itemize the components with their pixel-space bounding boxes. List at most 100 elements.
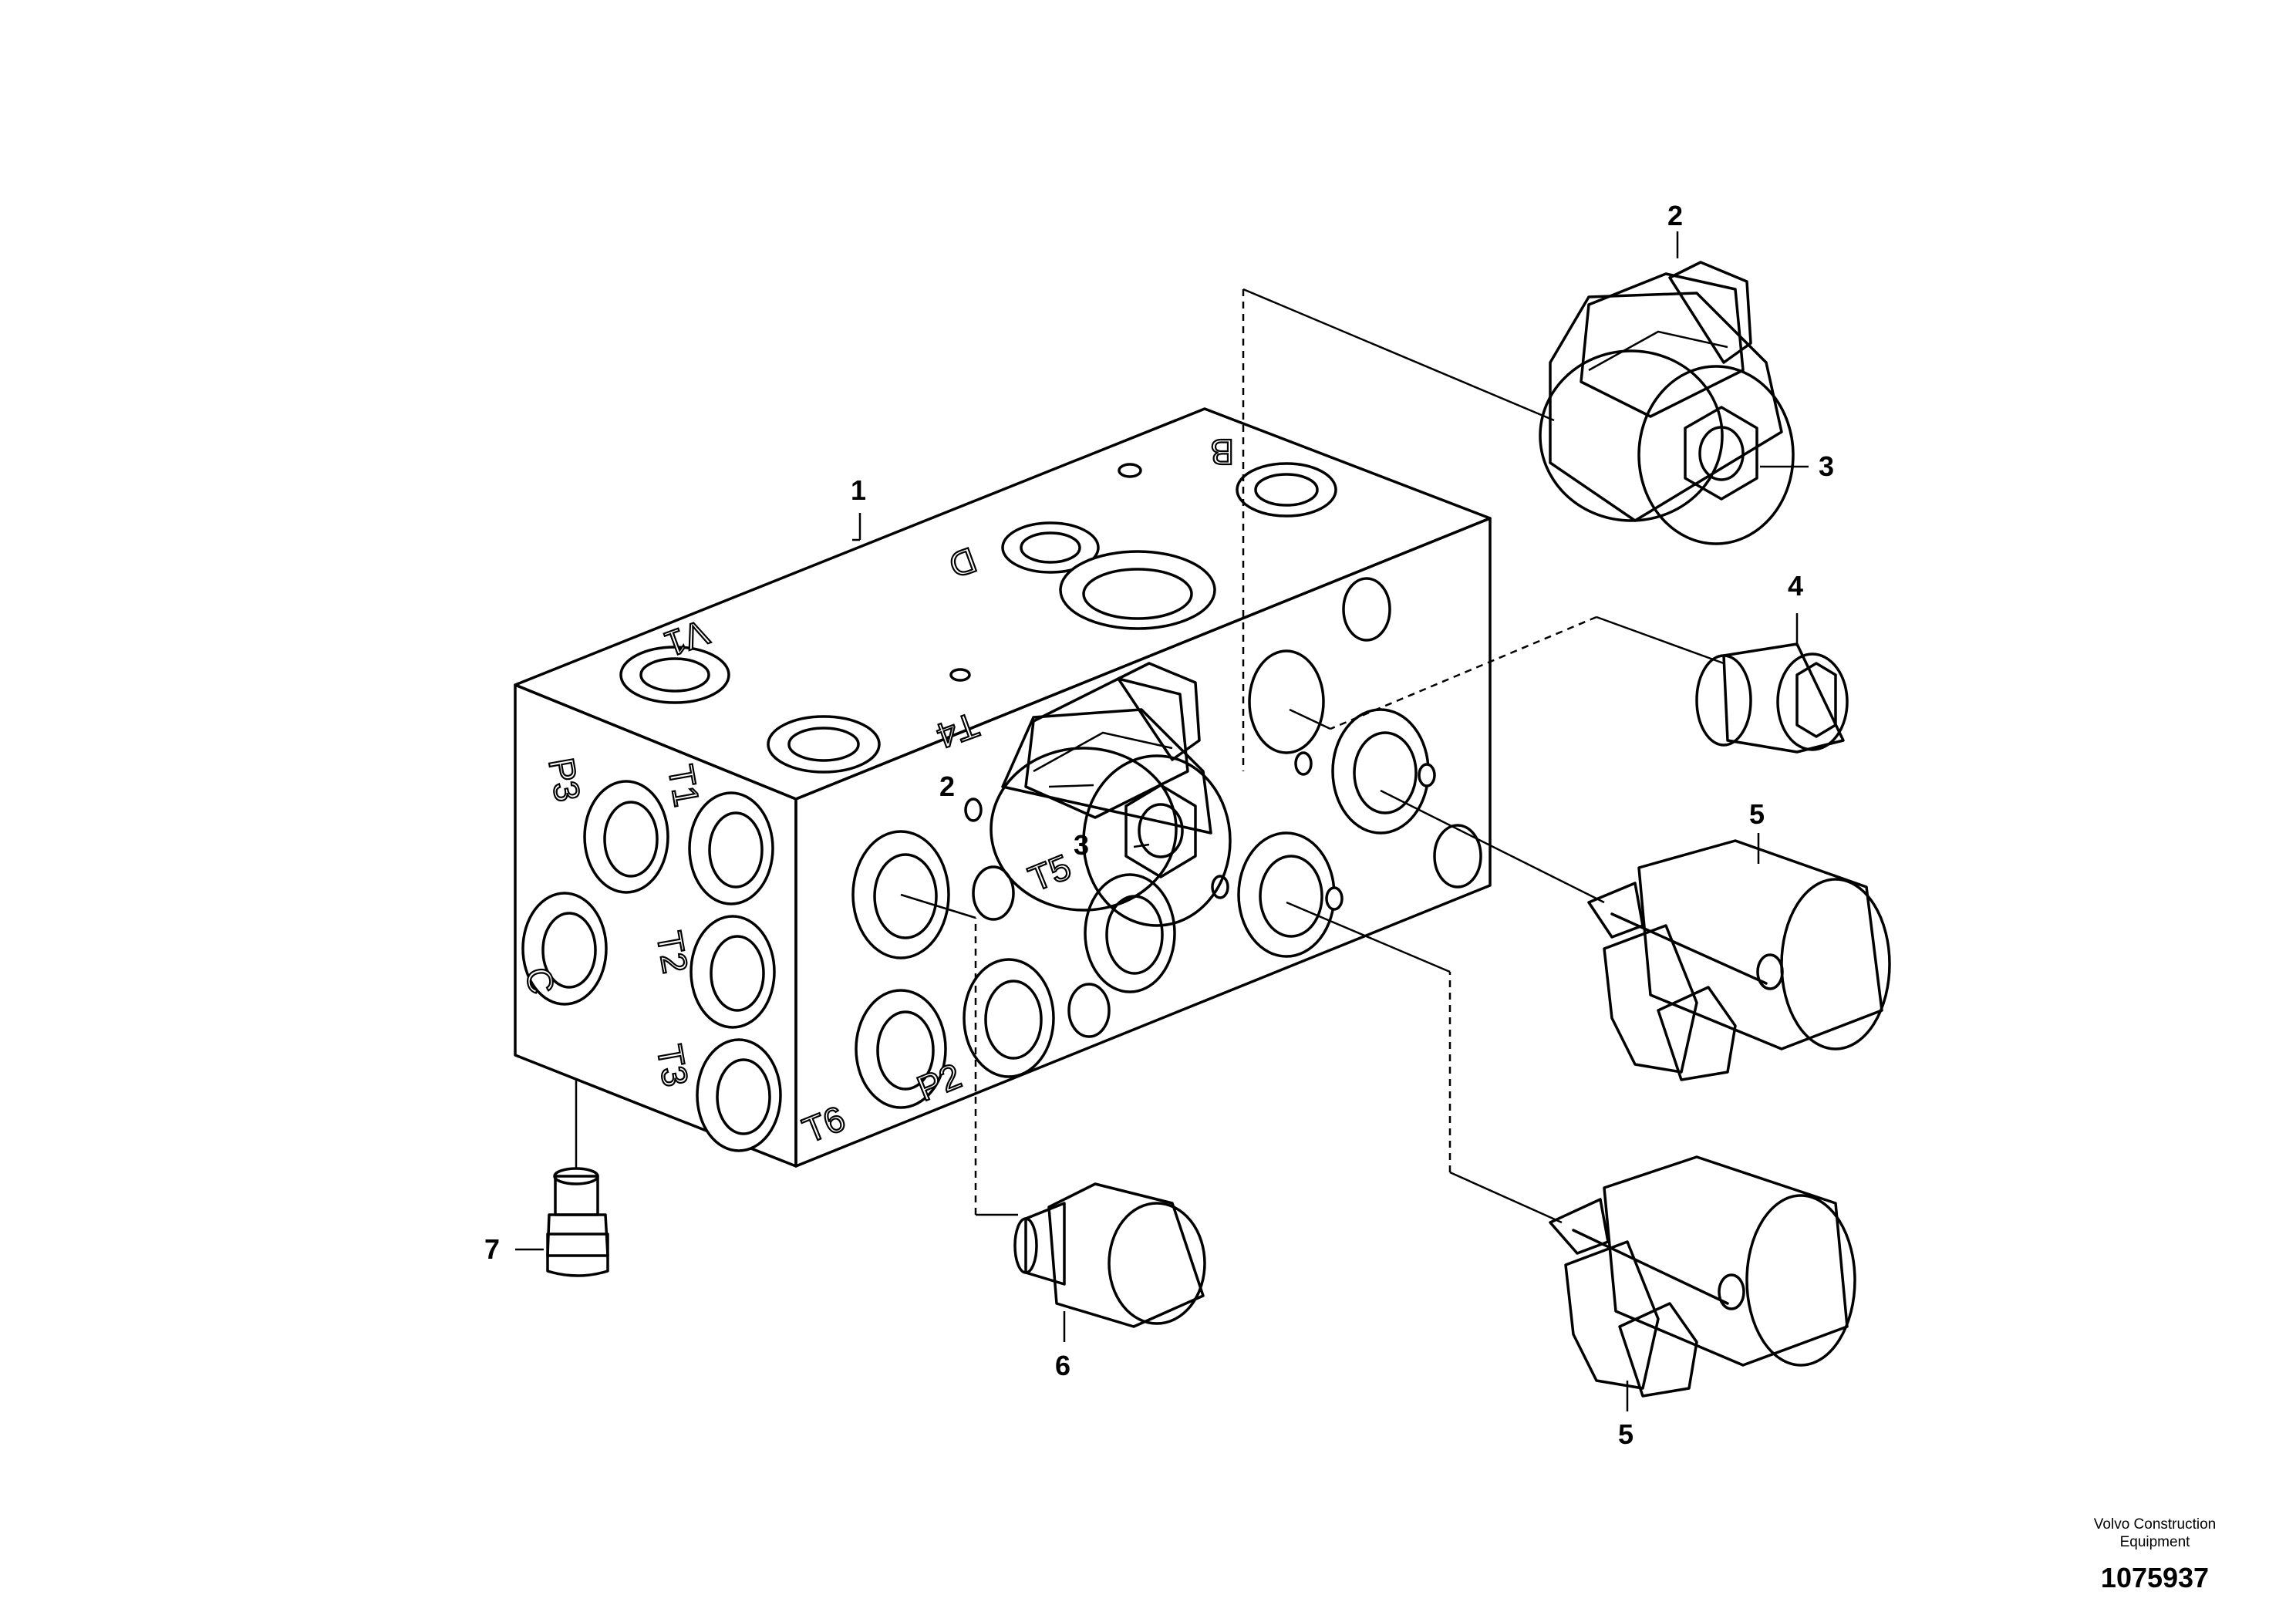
- callout-5-top: 5: [1749, 798, 1765, 830]
- port-t4-top-bore: [787, 727, 860, 762]
- pin-hole-top-2: [949, 668, 971, 682]
- assembly-line-sensor-b: [900, 893, 976, 919]
- proportional-valve-top: [1587, 833, 1891, 1081]
- footer: Volvo Construction Equipment 1075937: [2094, 1516, 2216, 1593]
- callout-2-top: 2: [1667, 200, 1683, 231]
- coil-connector-top-edge: [1588, 330, 1728, 372]
- coil-face-top: [1637, 365, 1795, 545]
- callout-7: 7: [484, 1233, 500, 1265]
- valve5-top-bolt-head: [1756, 953, 1784, 990]
- coil-connector-top: [1668, 261, 1752, 364]
- port-t5-right-bore: [1105, 895, 1164, 975]
- solenoid-coil-mounted: [990, 662, 1232, 927]
- port-right-8: [1342, 577, 1391, 642]
- brand-line-2: Equipment: [2120, 1534, 2191, 1550]
- valve5-bottom-bolt: [1572, 1229, 1729, 1305]
- port-p3-left-bore: [541, 912, 597, 989]
- coil-connector-mid-edge: [1033, 731, 1173, 773]
- valve5-top-flange: [1587, 882, 1644, 939]
- marking-b: B: [1210, 432, 1234, 472]
- solenoid-coil-top: [1539, 231, 1809, 545]
- assembly-line-valve5-bottom-a: [1449, 1171, 1563, 1224]
- coil-nut-mid: [1124, 784, 1197, 878]
- callout-1: 1: [851, 474, 866, 506]
- port-main-top-bore: [1082, 568, 1193, 620]
- assembly-lines: [575, 288, 1725, 1224]
- pin-hole-right-5: [1325, 886, 1344, 911]
- proportional-valve-bottom: [1549, 1155, 1856, 1411]
- brand-line-1: Volvo Construction: [2094, 1516, 2216, 1533]
- valve5-bottom-bolt-head: [1718, 1273, 1745, 1310]
- coil-face-mid: [1082, 754, 1232, 927]
- cartridge-valve: [1695, 613, 1849, 754]
- coil-nut-top-bore: [1698, 426, 1745, 481]
- pin-hole-right-2: [1294, 751, 1313, 776]
- marking-t5: T5: [1023, 846, 1076, 899]
- coil-nut-mid-bore: [1138, 803, 1184, 858]
- plug: [515, 1167, 609, 1277]
- callout-3-mid: 3: [1074, 829, 1089, 861]
- port-right-2-bore: [876, 1010, 935, 1091]
- marking-t6: T6: [797, 1098, 851, 1150]
- pin-hole-right-1: [964, 798, 983, 822]
- assembly-line-coil-top: [1242, 288, 1555, 422]
- cartridge-nut: [1795, 662, 1837, 738]
- valve5-bottom-connector: [1618, 1302, 1698, 1398]
- assembly-dash-cartridge: [1330, 615, 1597, 730]
- cartridge-face: [1776, 653, 1849, 751]
- pin-hole-right-3: [1418, 763, 1436, 787]
- callout-4: 4: [1788, 570, 1803, 602]
- pin-hole-top: [1118, 463, 1142, 478]
- sensor-stem-end: [1013, 1217, 1038, 1274]
- coil-body-top: [1549, 292, 1783, 522]
- assembly-line-valve5-top: [1380, 789, 1605, 904]
- port-right-10: [972, 865, 1015, 921]
- valve5-top-bolt: [1610, 912, 1768, 985]
- marking-d: D: [944, 540, 982, 586]
- drawing-number: 1075937: [2101, 1562, 2209, 1593]
- callout-3-top: 3: [1819, 450, 1834, 482]
- sensor-cap: [1108, 1202, 1206, 1325]
- port-right-11: [1067, 983, 1111, 1038]
- coil-body-mid-back: [990, 747, 1178, 912]
- callout-2-mid: 2: [939, 771, 955, 802]
- callout-6: 6: [1055, 1350, 1070, 1381]
- sensor-stem: [1024, 1202, 1066, 1286]
- plug-bottom: [546, 1233, 609, 1277]
- port-b-top-bore: [1254, 473, 1319, 507]
- port-right-3-bore: [984, 980, 1043, 1060]
- valve5-bottom-connector-housing: [1564, 1240, 1660, 1390]
- sensor-hex-body: [1047, 1182, 1205, 1328]
- assembly-line-cartridge-port: [1289, 708, 1331, 730]
- cartridge-end: [1695, 654, 1752, 747]
- valve5-top-face: [1780, 878, 1891, 1050]
- marking-t1: T1: [660, 762, 707, 810]
- coil-connector-housing-top: [1580, 272, 1745, 418]
- port-t3-left-bore: [716, 1058, 771, 1135]
- port-right-5-bore: [1259, 855, 1323, 938]
- marking-p3: P3: [541, 755, 588, 804]
- port-right-7: [1248, 649, 1325, 754]
- cartridge-body: [1722, 642, 1845, 754]
- callouts: 1 2 2 3 3 4 5 5 6 7: [484, 200, 1834, 1450]
- port-right-6-bore: [1353, 731, 1418, 814]
- port-right-9: [1433, 824, 1482, 889]
- marking-t2: T2: [649, 929, 696, 976]
- valve5-bottom-flange: [1549, 1198, 1610, 1255]
- marking-t3: T3: [649, 1042, 696, 1090]
- callout-5-bottom: 5: [1618, 1418, 1633, 1450]
- coil-nut-top: [1684, 406, 1758, 501]
- port-v1-top-bore: [639, 657, 710, 693]
- port-t1-left-bore: [603, 801, 659, 878]
- valve5-top-body: [1637, 839, 1883, 1050]
- leader-2-mid: [1048, 784, 1094, 788]
- assembly-line-valve5-bottom-b: [1286, 901, 1451, 973]
- valve5-bottom-face: [1745, 1194, 1856, 1367]
- leader-3-mid: [1133, 843, 1150, 848]
- port-d-top-bore: [1020, 531, 1081, 564]
- pressure-sensor: [1013, 1182, 1206, 1342]
- port-t1b-left-bore: [708, 811, 764, 889]
- valve-block-right-face: [794, 517, 1492, 1168]
- assembly-line-cartridge: [1596, 615, 1725, 665]
